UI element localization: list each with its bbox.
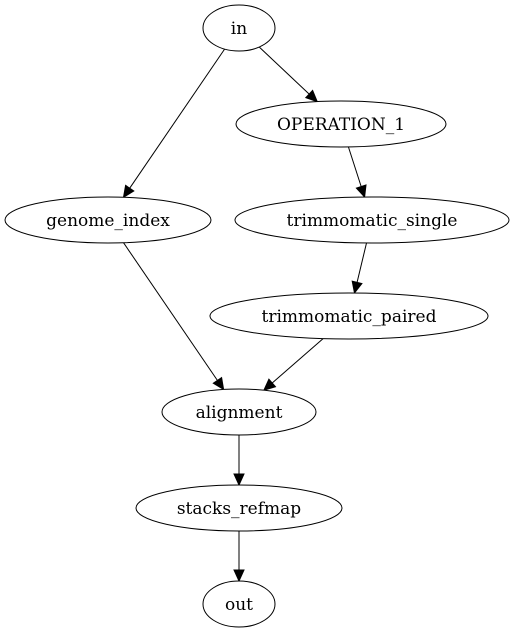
- node-label: trimmomatic_paired: [262, 307, 437, 327]
- node-ellipse: [202, 4, 276, 52]
- arrowhead: [233, 473, 245, 487]
- node-out: out: [202, 580, 276, 628]
- arrowhead: [262, 378, 277, 391]
- edge-alignment-to-stacks_refmap: [233, 435, 245, 487]
- edge-trim_single-to-trim_paired: [351, 242, 367, 295]
- arrowhead: [122, 184, 135, 199]
- node-trim-paired: trimmomatic_paired: [209, 292, 489, 340]
- edge-layer: [122, 46, 367, 583]
- edge-line: [347, 146, 362, 187]
- edge-line: [123, 242, 218, 381]
- edge-line: [129, 48, 226, 189]
- arrowhead: [212, 376, 225, 391]
- node-label: genome_index: [46, 211, 170, 231]
- edge-trim_paired-to-alignment: [262, 338, 324, 391]
- arrowhead: [304, 89, 319, 103]
- edge-stacks_refmap-to-out: [233, 531, 245, 583]
- node-label: stacks_refmap: [177, 499, 301, 519]
- node-ellipse: [235, 100, 447, 148]
- node-op1: OPERATION_1: [235, 100, 447, 148]
- node-trim-single: trimmomatic_single: [234, 196, 510, 244]
- node-label: out: [225, 595, 253, 615]
- node-alignment: alignment: [161, 388, 317, 436]
- node-ellipse: [234, 196, 510, 244]
- node-label: OPERATION_1: [277, 115, 405, 135]
- edge-line: [271, 338, 324, 384]
- edge-op1-to-trim_single: [347, 146, 367, 199]
- arrowhead: [355, 184, 367, 199]
- node-in: in: [202, 4, 276, 52]
- arrowhead: [233, 569, 245, 583]
- node-label: in: [231, 19, 247, 39]
- node-ellipse: [4, 196, 212, 244]
- edge-in-to-genome_index: [122, 48, 226, 199]
- node-genome-index: genome_index: [4, 196, 212, 244]
- edge-in-to-op1: [258, 46, 319, 103]
- edge-genome_index-to-alignment: [123, 242, 225, 391]
- node-ellipse: [161, 388, 317, 436]
- edge-line: [356, 242, 367, 283]
- node-label: alignment: [196, 403, 283, 423]
- node-label: trimmomatic_single: [287, 211, 458, 231]
- node-ellipse: [209, 292, 489, 340]
- node-ellipse: [202, 580, 276, 628]
- arrowhead: [351, 280, 363, 295]
- edge-line: [258, 46, 310, 95]
- node-stacks-refmap: stacks_refmap: [135, 484, 343, 532]
- node-ellipse: [135, 484, 343, 532]
